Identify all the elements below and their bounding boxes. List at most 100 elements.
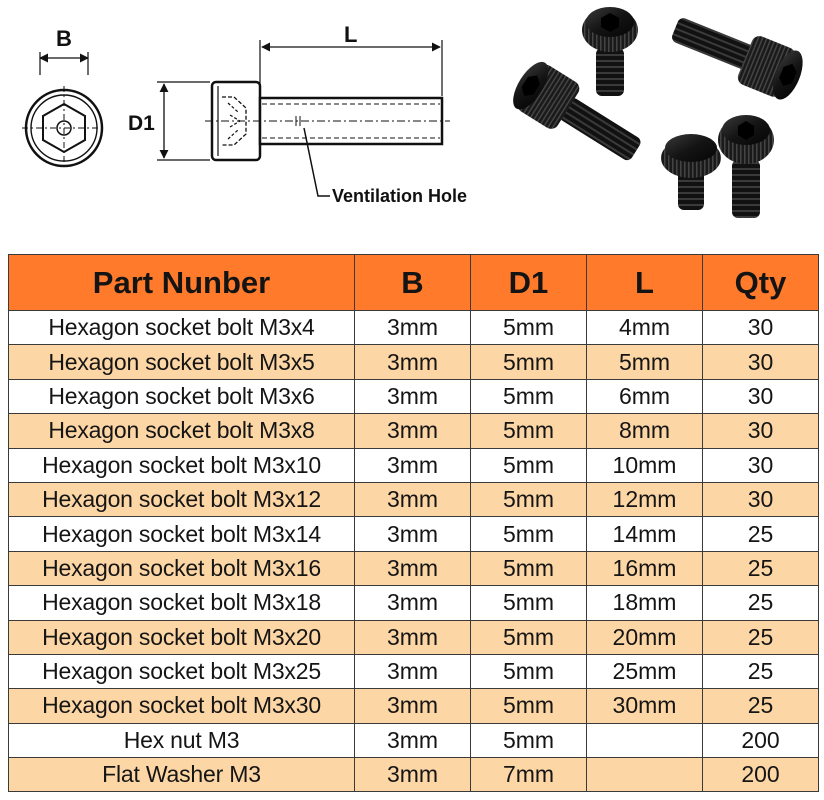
label-d1: D1 bbox=[128, 112, 155, 135]
bolt-dimension-diagram: B L D1 bbox=[22, 22, 467, 206]
cell-d1: 5mm bbox=[470, 481, 587, 518]
cell-b: 3mm bbox=[354, 550, 471, 587]
cell-b: 3mm bbox=[354, 481, 471, 518]
cell-l: 10mm bbox=[586, 447, 703, 483]
cell-l bbox=[586, 722, 703, 759]
cell-d1: 5mm bbox=[470, 516, 587, 552]
table-header-row: Part Nunber B D1 L Qty bbox=[8, 254, 819, 311]
cell-qty: 25 bbox=[702, 550, 819, 587]
cell-part: Hexagon socket bolt M3x5 bbox=[8, 344, 355, 380]
cell-l: 12mm bbox=[586, 481, 703, 518]
ventilation-hole-callout: Ventilation Hole bbox=[332, 186, 467, 206]
cell-qty: 30 bbox=[702, 309, 819, 346]
cell-l bbox=[586, 757, 703, 793]
cell-b: 3mm bbox=[354, 344, 471, 380]
cell-part: Hexagon socket bolt M3x30 bbox=[8, 688, 355, 724]
cell-d1: 5mm bbox=[470, 447, 587, 483]
cell-l: 5mm bbox=[586, 344, 703, 380]
cell-b: 3mm bbox=[354, 309, 471, 346]
cell-qty: 25 bbox=[702, 516, 819, 552]
cell-part: Hexagon socket bolt M3x10 bbox=[8, 447, 355, 483]
spec-table: Part Nunber B D1 L Qty Hexagon socket bo… bbox=[8, 254, 819, 793]
header-l: L bbox=[586, 254, 703, 311]
bolt-photo-3 bbox=[513, 61, 641, 161]
cell-part: Hexagon socket bolt M3x8 bbox=[8, 413, 355, 449]
cell-l: 20mm bbox=[586, 619, 703, 655]
cell-b: 3mm bbox=[354, 757, 471, 793]
cell-l: 25mm bbox=[586, 653, 703, 690]
cell-d1: 5mm bbox=[470, 550, 587, 587]
cell-l: 14mm bbox=[586, 516, 703, 552]
cell-d1: 5mm bbox=[470, 585, 587, 621]
cell-d1: 5mm bbox=[470, 309, 587, 346]
cell-b: 3mm bbox=[354, 378, 471, 415]
header-b: B bbox=[354, 254, 471, 311]
cell-d1: 5mm bbox=[470, 344, 587, 380]
cell-qty: 25 bbox=[702, 688, 819, 724]
bolt-side-view bbox=[157, 40, 450, 197]
cell-d1: 7mm bbox=[470, 757, 587, 793]
header-qty: Qty bbox=[702, 254, 819, 311]
label-b: B bbox=[56, 26, 72, 51]
cell-l: 30mm bbox=[586, 688, 703, 724]
bolt-photo-4 bbox=[661, 134, 721, 210]
cell-qty: 25 bbox=[702, 653, 819, 690]
product-photo bbox=[513, 7, 803, 218]
cell-part: Hexagon socket bolt M3x25 bbox=[8, 653, 355, 690]
cell-qty: 30 bbox=[702, 378, 819, 415]
cell-b: 3mm bbox=[354, 619, 471, 655]
cell-part: Hexagon socket bolt M3x14 bbox=[8, 516, 355, 552]
cell-d1: 5mm bbox=[470, 722, 587, 759]
label-l: L bbox=[344, 22, 357, 47]
cell-l: 8mm bbox=[586, 413, 703, 449]
cell-qty: 30 bbox=[702, 481, 819, 518]
cell-l: 16mm bbox=[586, 550, 703, 587]
bolt-photo-1 bbox=[582, 7, 638, 96]
cell-part: Hex nut M3 bbox=[8, 722, 355, 759]
cell-qty: 30 bbox=[702, 447, 819, 483]
cell-qty: 25 bbox=[702, 619, 819, 655]
cell-l: 6mm bbox=[586, 378, 703, 415]
cell-qty: 200 bbox=[702, 757, 819, 793]
cell-l: 18mm bbox=[586, 585, 703, 621]
cell-d1: 5mm bbox=[470, 413, 587, 449]
cell-b: 3mm bbox=[354, 653, 471, 690]
bolt-photo-5 bbox=[718, 115, 774, 218]
cell-b: 3mm bbox=[354, 585, 471, 621]
cell-b: 3mm bbox=[354, 413, 471, 449]
cell-b: 3mm bbox=[354, 516, 471, 552]
bolt-end-view bbox=[22, 52, 106, 170]
cell-qty: 30 bbox=[702, 413, 819, 449]
cell-b: 3mm bbox=[354, 447, 471, 483]
header-part-number: Part Nunber bbox=[8, 254, 355, 311]
cell-qty: 30 bbox=[702, 344, 819, 380]
cell-l: 4mm bbox=[586, 309, 703, 346]
cell-part: Hexagon socket bolt M3x12 bbox=[8, 481, 355, 518]
cell-part: Flat Washer M3 bbox=[8, 757, 355, 793]
header-d1: D1 bbox=[470, 254, 587, 311]
cell-part: Hexagon socket bolt M3x20 bbox=[8, 619, 355, 655]
cell-qty: 200 bbox=[702, 722, 819, 759]
cell-d1: 5mm bbox=[470, 619, 587, 655]
product-illustration-area: B L D1 bbox=[0, 0, 824, 240]
cell-b: 3mm bbox=[354, 688, 471, 724]
cell-d1: 5mm bbox=[470, 653, 587, 690]
cell-d1: 5mm bbox=[470, 378, 587, 415]
cell-part: Hexagon socket bolt M3x4 bbox=[8, 309, 355, 346]
cell-b: 3mm bbox=[354, 722, 471, 759]
cell-qty: 25 bbox=[702, 585, 819, 621]
